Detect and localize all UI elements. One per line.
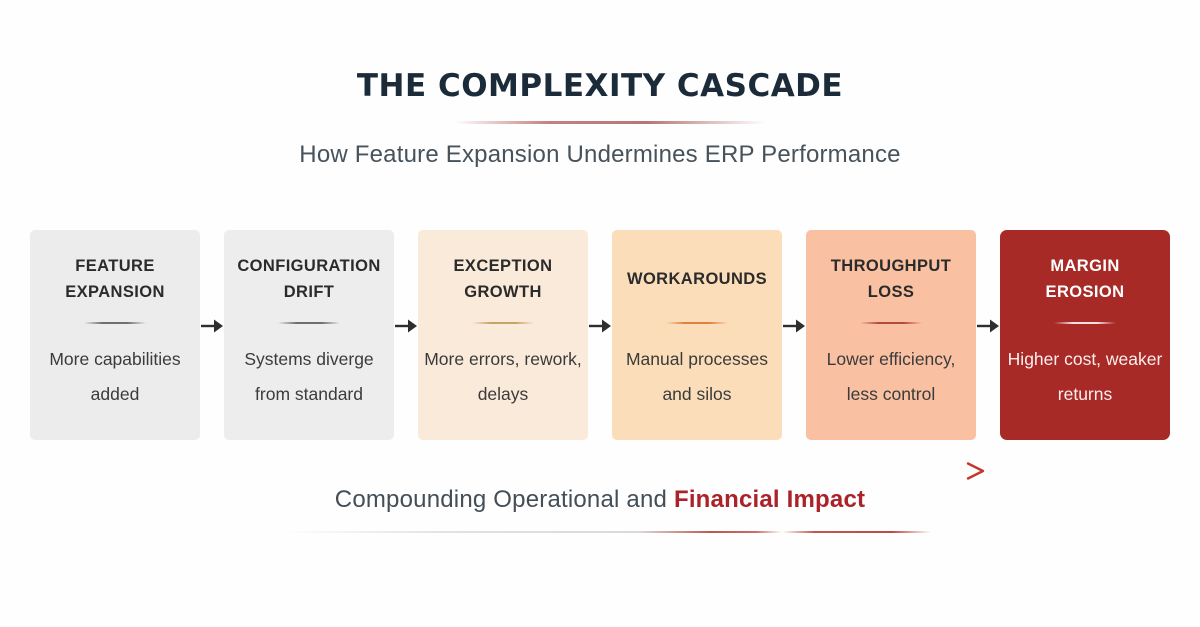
box-heading: FEATURE EXPANSION bbox=[30, 230, 200, 322]
impact-caption: Compounding Operational and Financial Im… bbox=[0, 486, 1200, 514]
title-divider bbox=[455, 121, 765, 124]
box-heading: MARGIN EROSION bbox=[1000, 230, 1170, 322]
box-heading: WORKAROUNDS bbox=[612, 230, 782, 322]
box-divider bbox=[472, 322, 534, 324]
right-arrow-icon bbox=[589, 319, 611, 333]
flow-arrow bbox=[976, 230, 1000, 440]
cascade-box-workarounds: WORKAROUNDS Manual processes and silos bbox=[612, 230, 782, 440]
impact-arrow-icon bbox=[154, 462, 985, 480]
cascade-box-margin-erosion: MARGIN EROSION Higher cost, weaker retur… bbox=[1000, 230, 1170, 440]
box-divider bbox=[84, 322, 146, 324]
box-divider bbox=[666, 322, 728, 324]
box-heading: EXCEPTION GROWTH bbox=[418, 230, 588, 322]
box-heading-line: GROWTH bbox=[464, 283, 542, 301]
right-arrow-icon bbox=[395, 319, 417, 333]
cascade-box-throughput-loss: THROUGHPUT LOSS Lower efficiency, less c… bbox=[806, 230, 976, 440]
page-subtitle: How Feature Expansion Undermines ERP Per… bbox=[299, 141, 901, 168]
flow-arrow bbox=[588, 230, 612, 440]
box-body: Higher cost, weaker returns bbox=[1007, 349, 1163, 404]
right-arrow-icon bbox=[783, 319, 805, 333]
box-body: More errors, rework, delays bbox=[424, 349, 582, 404]
box-body: Manual processes and silos bbox=[625, 349, 769, 404]
box-heading-line: DRIFT bbox=[283, 283, 335, 301]
flow-arrow bbox=[200, 230, 224, 440]
cascade-row: FEATURE EXPANSION More capabilities adde… bbox=[30, 230, 1170, 440]
box-body: More capabilities added bbox=[49, 349, 181, 404]
impact-caption-gray: Compounding Operational and bbox=[334, 486, 674, 513]
box-body: Systems diverge from standard bbox=[244, 349, 374, 404]
box-divider bbox=[278, 322, 340, 324]
box-divider bbox=[1054, 322, 1116, 324]
box-heading: THROUGHPUT LOSS bbox=[806, 230, 976, 322]
box-heading-line: CONFIGURATION bbox=[237, 257, 381, 275]
box-heading-line: WORKAROUNDS bbox=[626, 270, 768, 288]
cascade-box-feature-expansion: FEATURE EXPANSION More capabilities adde… bbox=[30, 230, 200, 440]
box-heading: CONFIGURATION DRIFT bbox=[224, 230, 394, 322]
box-body: Lower efficiency, less control bbox=[826, 349, 956, 404]
right-arrow-icon bbox=[977, 319, 999, 333]
flow-arrow bbox=[394, 230, 418, 440]
caption-underline bbox=[283, 531, 931, 533]
page-title: THE COMPLEXITY CASCADE bbox=[356, 68, 844, 104]
box-heading-line: THROUGHPUT bbox=[830, 257, 952, 275]
impact-caption-red: Financial Impact bbox=[673, 486, 866, 513]
box-divider bbox=[860, 322, 922, 324]
box-heading-line: MARGIN bbox=[1050, 257, 1120, 275]
box-heading-line: EXPANSION bbox=[65, 283, 165, 301]
cascade-box-configuration-drift: CONFIGURATION DRIFT Systems diverge from… bbox=[224, 230, 394, 440]
box-heading-line: LOSS bbox=[867, 283, 915, 301]
box-heading-line: FEATURE bbox=[75, 257, 155, 275]
box-heading-line: EXCEPTION bbox=[453, 257, 553, 275]
cascade-box-exception-growth: EXCEPTION GROWTH More errors, rework, de… bbox=[418, 230, 588, 440]
right-arrow-icon bbox=[201, 319, 223, 333]
flow-arrow bbox=[782, 230, 806, 440]
box-heading-line: EROSION bbox=[1045, 283, 1125, 301]
